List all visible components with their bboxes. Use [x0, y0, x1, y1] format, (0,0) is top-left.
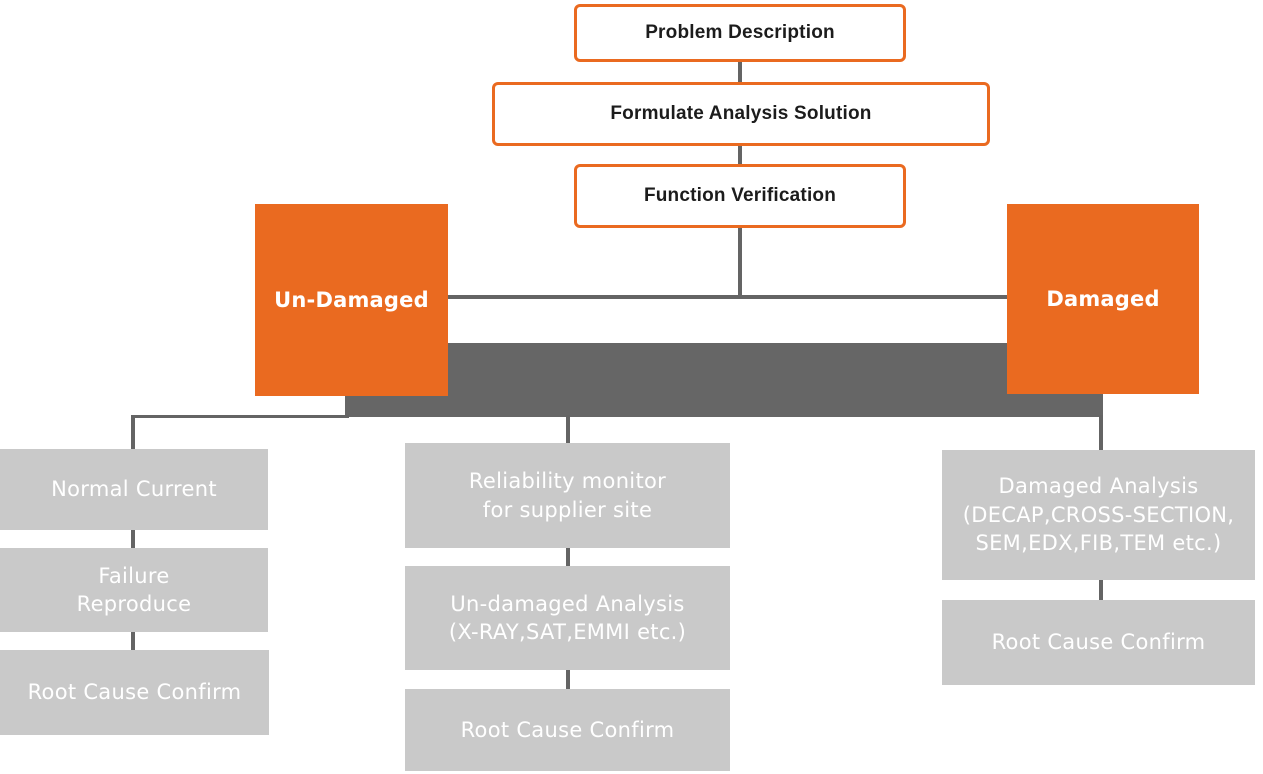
branch-damaged: Damaged — [1007, 204, 1199, 394]
process-box-normal-current: Normal Current — [0, 449, 268, 530]
connector-drop-middle-column — [566, 415, 570, 445]
flow-step-function-verification: Function Verification — [574, 164, 906, 228]
flow-step-formulate-analysis-solution: Formulate Analysis Solution — [492, 82, 990, 146]
process-box-reliability-monitor: Reliability monitor for supplier site — [405, 443, 730, 548]
branch-un-damaged: Un-Damaged — [255, 204, 448, 396]
connector-drop-left-column — [131, 415, 135, 451]
distribution-bar — [345, 343, 1103, 417]
process-box-root-cause-confirm-left: Root Cause Confirm — [0, 650, 269, 735]
connector-middle-col-1-2 — [566, 546, 570, 568]
connector-step2-step3 — [738, 144, 742, 167]
connector-drop-right-column — [1099, 415, 1103, 452]
connector-right-col-1-2 — [1099, 578, 1103, 602]
connector-step3-branch — [738, 226, 742, 298]
connector-step1-step2 — [738, 60, 742, 85]
process-box-root-cause-confirm-right: Root Cause Confirm — [942, 600, 1255, 685]
process-box-damaged-analysis: Damaged Analysis (DECAP,CROSS-SECTION, S… — [942, 450, 1255, 580]
connector-bar-left-extension — [131, 415, 349, 418]
flow-step-problem-description: Problem Description — [574, 4, 906, 62]
connector-branch-horizontal — [448, 295, 1007, 299]
connector-left-col-2-3 — [131, 630, 135, 652]
connector-left-col-1-2 — [131, 528, 135, 550]
process-box-root-cause-confirm-middle: Root Cause Confirm — [405, 689, 730, 771]
process-box-failure-reproduce: Failure Reproduce — [0, 548, 268, 632]
process-box-un-damaged-analysis: Un-damaged Analysis (X-RAY,SAT,EMMI etc.… — [405, 566, 730, 670]
connector-middle-col-2-3 — [566, 668, 570, 691]
